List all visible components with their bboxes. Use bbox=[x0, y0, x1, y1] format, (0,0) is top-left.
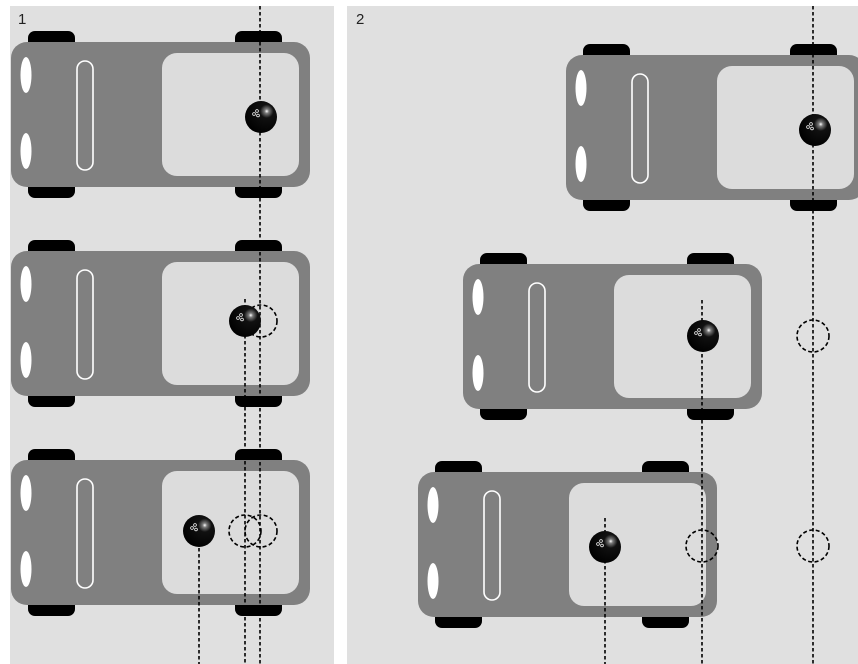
ball-glint bbox=[194, 527, 198, 532]
ball-glint bbox=[694, 331, 698, 335]
headlight bbox=[20, 266, 32, 302]
windshield bbox=[528, 282, 546, 393]
ball bbox=[799, 114, 831, 146]
car-top-view-icon bbox=[11, 449, 310, 616]
ball-glint bbox=[236, 316, 240, 320]
headlight bbox=[20, 133, 32, 169]
panel-2-label: 2 bbox=[356, 11, 365, 28]
headlight bbox=[427, 487, 439, 523]
ball-icon bbox=[183, 515, 215, 547]
headlight bbox=[472, 355, 484, 391]
dashed-circle-icon bbox=[685, 529, 719, 563]
car-top-view-icon bbox=[463, 253, 762, 420]
car-interior bbox=[569, 483, 706, 606]
car-top-view-icon bbox=[11, 31, 310, 198]
ball-icon bbox=[245, 101, 277, 133]
car-top-view-icon bbox=[11, 240, 310, 407]
ball-glint bbox=[697, 328, 701, 332]
headlight bbox=[20, 342, 32, 378]
ball-glint bbox=[698, 332, 702, 337]
dashed-circle-icon bbox=[228, 514, 262, 548]
ball-icon bbox=[229, 305, 261, 337]
headlight bbox=[427, 563, 439, 599]
panel-1-label: 1 bbox=[18, 11, 27, 28]
ball bbox=[229, 305, 261, 337]
ball-glint bbox=[806, 125, 810, 129]
dashed-circle-icon bbox=[796, 319, 830, 353]
ball-glint bbox=[599, 539, 603, 543]
ball-icon bbox=[589, 531, 621, 563]
windshield bbox=[76, 269, 94, 380]
dashed-circle-icon bbox=[244, 304, 278, 338]
windshield bbox=[631, 73, 649, 184]
ball-glint bbox=[600, 543, 604, 548]
ball-icon bbox=[687, 320, 719, 352]
headlight bbox=[20, 475, 32, 511]
car-interior bbox=[717, 66, 854, 189]
ball-glint bbox=[252, 112, 256, 116]
ball-glint bbox=[193, 523, 197, 527]
ball-glint bbox=[256, 113, 260, 118]
ball-glint bbox=[240, 317, 244, 322]
windshield bbox=[76, 478, 94, 589]
ball-glint bbox=[190, 526, 194, 530]
dashed-circle-icon bbox=[796, 529, 830, 563]
ball-glint bbox=[239, 313, 243, 317]
ball-glint bbox=[255, 109, 259, 113]
ball bbox=[589, 531, 621, 563]
headlight bbox=[575, 70, 587, 106]
ball bbox=[687, 320, 719, 352]
car-top-view-icon bbox=[418, 461, 717, 628]
headlight bbox=[20, 57, 32, 93]
windshield bbox=[483, 490, 501, 601]
car-interior bbox=[162, 53, 299, 176]
headlight bbox=[575, 146, 587, 182]
windshield bbox=[76, 60, 94, 171]
headlight bbox=[472, 279, 484, 315]
headlight bbox=[20, 551, 32, 587]
ball-glint bbox=[596, 542, 600, 546]
ball-glint bbox=[809, 122, 813, 126]
ball bbox=[245, 101, 277, 133]
dashed-circle-icon bbox=[244, 514, 278, 548]
ball-icon bbox=[799, 114, 831, 146]
car-interior bbox=[162, 471, 299, 594]
ball bbox=[183, 515, 215, 547]
ball-glint bbox=[810, 126, 814, 131]
car-interior bbox=[614, 275, 751, 398]
